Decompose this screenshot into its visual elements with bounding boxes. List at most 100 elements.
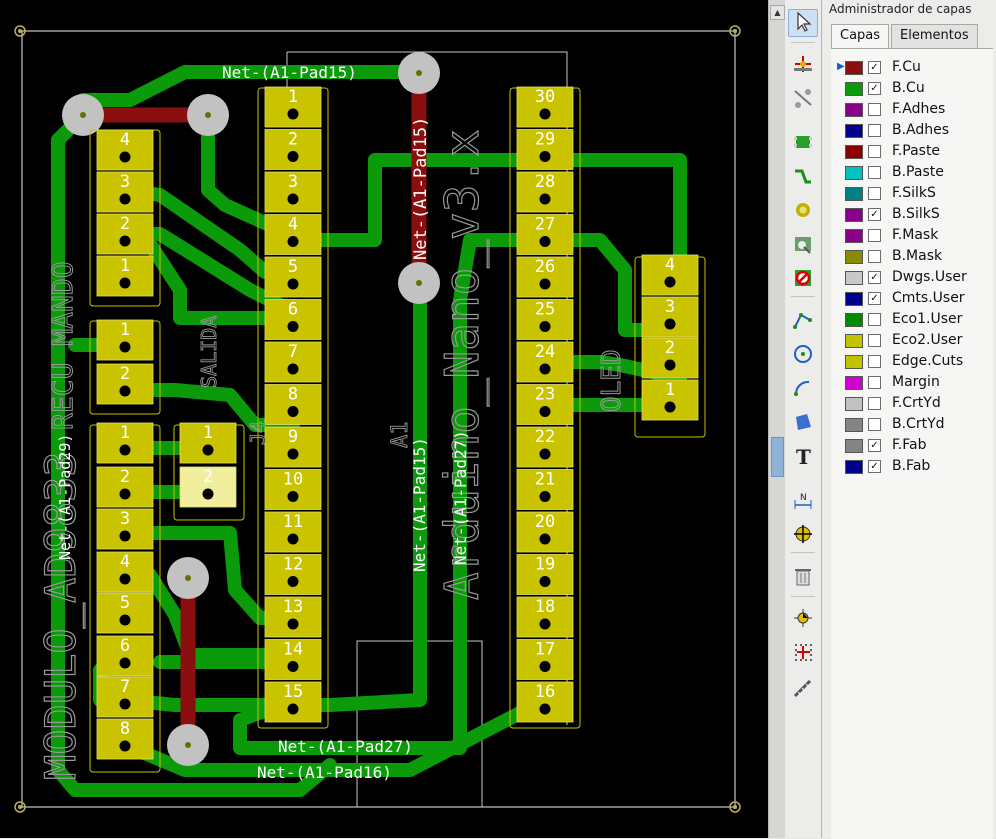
layer-color-swatch[interactable] [845, 229, 863, 243]
layer-row-eco2-user[interactable]: Eco2.User [831, 330, 993, 351]
header-d-pad-1[interactable]: 1 [179, 422, 237, 464]
nano-right-pad-17[interactable]: 17 [516, 639, 574, 680]
layer-visibility-checkbox[interactable]: ✓ [868, 271, 881, 284]
nano-right-pad-23[interactable]: 23 [516, 384, 574, 425]
header-c-pad-2[interactable]: 2 [96, 466, 154, 508]
layer-color-swatch[interactable] [845, 187, 863, 201]
layer-color-swatch[interactable] [845, 418, 863, 432]
layer-visibility-checkbox[interactable] [868, 229, 881, 242]
header-a-pad-2[interactable]: 2 [96, 213, 154, 255]
header-b-pad-1[interactable]: 1 [96, 319, 154, 361]
layer-visibility-checkbox[interactable]: ✓ [868, 82, 881, 95]
layer-row-b-fab[interactable]: ✓B.Fab [831, 456, 993, 477]
measure-tool[interactable] [788, 676, 818, 704]
layer-row-dwgs-user[interactable]: ✓Dwgs.User [831, 267, 993, 288]
nano-right-pad-20[interactable]: 20 [516, 511, 574, 553]
layer-color-swatch[interactable] [845, 250, 863, 264]
scroll-thumb[interactable] [771, 437, 784, 477]
layer-visibility-checkbox[interactable]: ✓ [868, 439, 881, 452]
layer-color-swatch[interactable] [845, 397, 863, 411]
nano-right-pad-29[interactable]: 29 [516, 129, 574, 170]
layer-visibility-checkbox[interactable] [868, 124, 881, 137]
layer-row-f-crtyd[interactable]: F.CrtYd [831, 393, 993, 414]
add-target-tool[interactable] [788, 522, 818, 550]
pcb-drawing[interactable]: 4321121234567812123456789101112131415302… [0, 0, 768, 838]
nano-left-pad-9[interactable]: 9 [264, 426, 322, 468]
scroll-up-arrow[interactable]: ▲ [770, 5, 785, 20]
oled-pad-2[interactable]: 2 [641, 337, 699, 379]
header-a-pad-3[interactable]: 3 [96, 171, 154, 213]
nano-left-pad-5[interactable]: 5 [264, 256, 322, 298]
select-tool[interactable] [788, 9, 818, 37]
layer-color-swatch[interactable] [845, 61, 863, 75]
nano-left-pad-4[interactable]: 4 [264, 214, 322, 255]
grid-origin-tool[interactable] [788, 640, 818, 668]
tab-elementos[interactable]: Elementos [891, 24, 978, 48]
header-c-pad-1[interactable]: 1 [96, 422, 154, 464]
header-c-pad-4[interactable]: 4 [96, 551, 154, 593]
layer-visibility-checkbox[interactable] [868, 397, 881, 410]
layer-row-b-mask[interactable]: B.Mask [831, 246, 993, 267]
nano-right-pad-26[interactable]: 26 [516, 256, 574, 298]
layer-visibility-checkbox[interactable] [868, 355, 881, 368]
layer-row-b-adhes[interactable]: B.Adhes [831, 120, 993, 141]
layer-color-swatch[interactable] [845, 124, 863, 138]
layer-row-b-crtyd[interactable]: B.CrtYd [831, 414, 993, 435]
header-c-pad-3[interactable]: 3 [96, 508, 154, 550]
nano-right-pad-16[interactable]: 16 [516, 681, 574, 723]
layer-row-f-cu[interactable]: ▶✓F.Cu [831, 57, 993, 78]
layer-color-swatch[interactable] [845, 271, 863, 285]
nano-right-pad-21[interactable]: 21 [516, 469, 574, 510]
layer-color-swatch[interactable] [845, 145, 863, 159]
local-ratsnest-tool[interactable] [788, 52, 818, 80]
header-c-pad-6[interactable]: 6 [96, 635, 154, 677]
nano-left-pad-8[interactable]: 8 [264, 384, 322, 425]
nano-right-pad-24[interactable]: 24 [516, 341, 574, 383]
layer-row-f-adhes[interactable]: F.Adhes [831, 99, 993, 120]
nano-right-pad-28[interactable]: 28 [516, 171, 574, 213]
layer-color-swatch[interactable] [845, 334, 863, 348]
layer-row-b-silks[interactable]: ✓B.SilkS [831, 204, 993, 225]
nano-left-pad-11[interactable]: 11 [264, 511, 322, 553]
add-text-tool[interactable]: T [788, 444, 818, 472]
layer-row-f-paste[interactable]: F.Paste [831, 141, 993, 162]
add-zone-tool[interactable] [788, 232, 818, 260]
layer-visibility-checkbox[interactable]: ✓ [868, 208, 881, 221]
layer-visibility-checkbox[interactable]: ✓ [868, 61, 881, 74]
nano-left-pad-6[interactable]: 6 [264, 299, 322, 340]
add-dimension-tool[interactable]: N [788, 488, 818, 516]
layer-visibility-checkbox[interactable]: ✓ [868, 292, 881, 305]
header-c-pad-5[interactable]: 5 [96, 592, 154, 634]
header-a-pad-1[interactable]: 1 [96, 255, 154, 297]
header-d-pad-2[interactable]: 2 [179, 466, 237, 508]
nano-left-pad-15[interactable]: 15 [264, 681, 322, 723]
layer-color-swatch[interactable] [845, 376, 863, 390]
layer-visibility-checkbox[interactable] [868, 313, 881, 326]
add-polygon-tool[interactable] [788, 410, 818, 438]
oled-pad-3[interactable]: 3 [641, 296, 699, 338]
layer-row-edge-cuts[interactable]: Edge.Cuts [831, 351, 993, 372]
nano-left-pad-1[interactable]: 1 [264, 86, 322, 128]
layer-visibility-checkbox[interactable] [868, 166, 881, 179]
oled-pad-4[interactable]: 4 [641, 254, 699, 296]
layer-color-swatch[interactable] [845, 313, 863, 327]
layer-color-swatch[interactable] [845, 82, 863, 96]
layer-visibility-checkbox[interactable] [868, 145, 881, 158]
layer-row-b-paste[interactable]: B.Paste [831, 162, 993, 183]
add-via-tool[interactable] [788, 198, 818, 226]
nano-left-pad-10[interactable]: 10 [264, 469, 322, 510]
layer-visibility-checkbox[interactable] [868, 376, 881, 389]
layer-row-f-mask[interactable]: F.Mask [831, 225, 993, 246]
nano-left-pad-2[interactable]: 2 [264, 129, 322, 170]
layer-visibility-checkbox[interactable]: ✓ [868, 460, 881, 473]
layer-row-f-fab[interactable]: ✓F.Fab [831, 435, 993, 456]
layer-row-margin[interactable]: Margin [831, 372, 993, 393]
layer-color-swatch[interactable] [845, 460, 863, 474]
nano-left-pad-7[interactable]: 7 [264, 341, 322, 383]
layer-row-cmts-user[interactable]: ✓Cmts.User [831, 288, 993, 309]
add-line-tool[interactable] [788, 308, 818, 336]
layer-visibility-checkbox[interactable] [868, 187, 881, 200]
layer-row-b-cu[interactable]: ✓B.Cu [831, 78, 993, 99]
nano-left-pad-12[interactable]: 12 [264, 554, 322, 595]
